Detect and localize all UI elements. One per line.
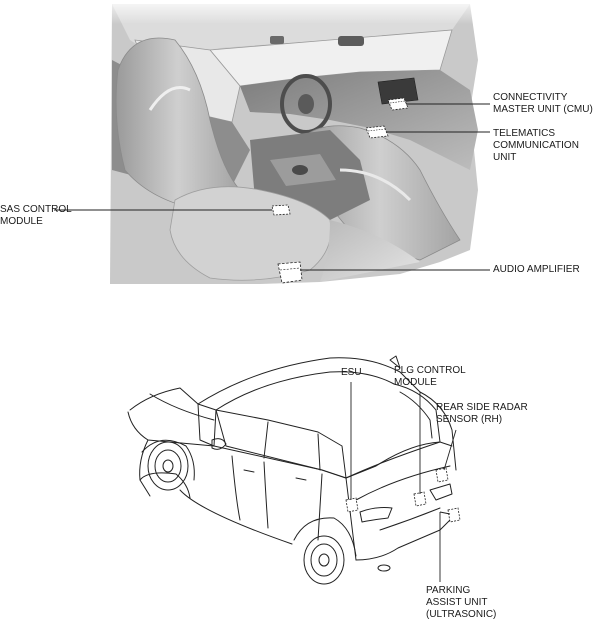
label-cmu-line2: MASTER UNIT (CMU) — [493, 104, 593, 115]
label-cmu-line1: CONNECTIVITY — [493, 92, 568, 103]
label-park-line3: (ULTRASONIC) — [426, 609, 497, 620]
label-plg: PLG CONTROL MODULE — [394, 365, 466, 389]
label-amp-line1: AUDIO AMPLIFIER — [493, 264, 580, 275]
label-sas-line1: SAS CONTROL — [0, 204, 72, 215]
interior-leaders — [54, 103, 490, 271]
label-tcu-line2: COMMUNICATION — [493, 140, 579, 151]
tcu-module-mark — [365, 125, 389, 139]
steering-wheel — [280, 74, 332, 134]
esu-module-mark — [345, 497, 359, 513]
label-tcu: TELEMATICS COMMUNICATION UNIT — [493, 128, 579, 164]
label-park-line2: ASSIST UNIT — [426, 597, 488, 608]
label-plg-line2: MODULE — [394, 377, 437, 388]
label-radar-line2: SENSOR (RH) — [436, 414, 503, 425]
radar-module-mark — [435, 467, 449, 483]
center-display — [377, 77, 419, 105]
park-module-mark — [447, 507, 461, 523]
floor — [320, 220, 420, 282]
label-park: PARKING ASSIST UNIT (ULTRASONIC) — [426, 585, 496, 621]
cmu-module-mark — [387, 97, 409, 111]
label-esu-line1: ESU — [341, 367, 362, 378]
label-cmu: CONNECTIVITY MASTER UNIT (CMU) — [493, 92, 593, 116]
label-park-line1: PARKING — [426, 585, 471, 596]
radar-leader — [443, 429, 457, 471]
label-sas: SAS CONTROL MODULE — [0, 204, 72, 228]
label-amp: AUDIO AMPLIFIER — [493, 264, 580, 276]
car-body — [127, 355, 459, 585]
label-radar-line1: REAR SIDE RADAR — [436, 402, 528, 413]
exterior-leaders — [350, 382, 457, 582]
label-radar: REAR SIDE RADAR SENSOR (RH) — [436, 402, 528, 426]
plg-module-mark — [413, 491, 427, 507]
label-sas-line2: MODULE — [0, 216, 43, 227]
amplifier-module-mark — [277, 261, 303, 284]
sas-module-mark — [271, 204, 291, 216]
dashboard — [240, 70, 478, 170]
label-plg-line1: PLG CONTROL — [394, 365, 466, 376]
label-tcu-line3: UNIT — [493, 152, 517, 163]
rearview-mirror — [338, 36, 364, 46]
label-tcu-line1: TELEMATICS — [493, 128, 556, 139]
label-esu: ESU — [341, 367, 362, 379]
driver-seat-back — [115, 37, 241, 211]
